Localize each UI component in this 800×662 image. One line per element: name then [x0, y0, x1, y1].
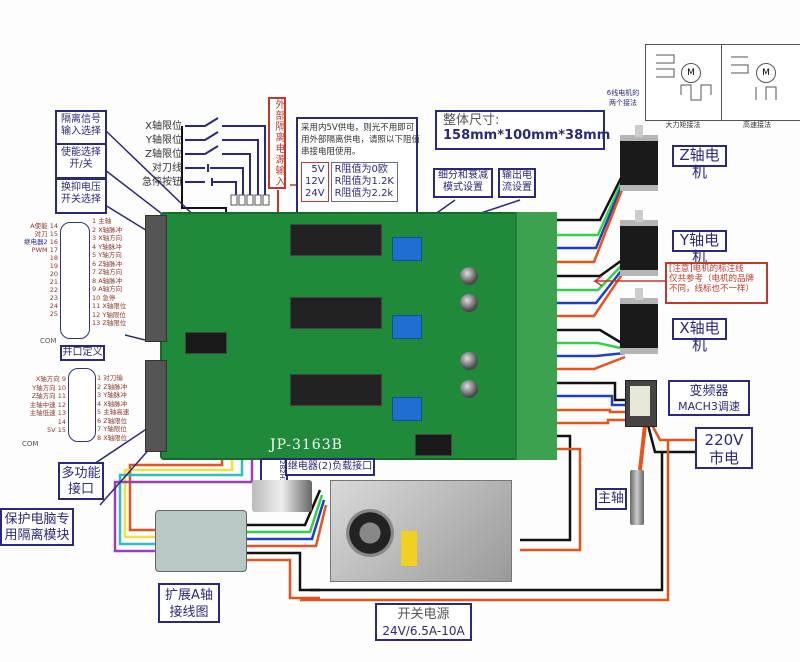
- voltage-value: 24V: [305, 188, 325, 199]
- port-definition-label: 并口定义: [60, 345, 105, 361]
- pump-voltage-label: 换抑电压 开关选择: [55, 178, 107, 214]
- relay: [185, 332, 227, 354]
- dip-switch[interactable]: [392, 237, 422, 261]
- mains-subtitle: 市电: [708, 449, 739, 467]
- dip-switch[interactable]: [392, 397, 422, 421]
- mains-label: 220V 市电: [695, 427, 753, 469]
- relay-pin: 2B: [278, 460, 286, 470]
- psu-label: 开关电源 24V/6.5A-10A: [375, 603, 472, 641]
- db25-socket: [145, 215, 167, 342]
- vfd-title: 变频器: [689, 384, 729, 399]
- switch-label-list: X轴限位 Y轴限位 Z轴限位 对刀线 急停按钮: [122, 120, 182, 190]
- z-motor: [620, 125, 658, 191]
- db15-left-pins: X轴方向 9 Y轴方向 10 Z轴方向 11 主轴中速 12 主轴低速 13 1…: [29, 375, 66, 434]
- note-arrow: [592, 275, 665, 287]
- spindle-device: [630, 470, 644, 525]
- switch-label: 对刀线: [152, 163, 182, 174]
- voltage-value: 12V: [305, 176, 325, 187]
- microstep-label: 细分和衰减 模式设置: [433, 168, 493, 198]
- dimensions-box: 整体尺寸: 158mm*100mm*38mm: [435, 110, 611, 150]
- db15-connector: [68, 368, 96, 442]
- vfd-label: 变频器 MACH3调速: [668, 380, 750, 416]
- vfd-subtitle: MACH3调速: [678, 400, 740, 413]
- wiring-caption-left: 大力矩接法: [665, 121, 701, 129]
- resistor-row: [230, 194, 270, 206]
- expand-a-axis-label: 扩展A轴 接线图: [158, 583, 220, 623]
- y-motor-label: Y轴电机: [672, 230, 727, 266]
- db15-socket: [145, 360, 167, 452]
- output-current-label: 输出电 流设置: [498, 168, 536, 198]
- vfd-device: [625, 380, 657, 427]
- isolation-module: [155, 510, 247, 572]
- driver-chip: [290, 297, 382, 329]
- resistor-value: R阻值为1.2K: [334, 176, 394, 187]
- relay: [415, 434, 452, 456]
- rotary-a-axis: [252, 480, 312, 512]
- db25-ground-label: COM: [40, 337, 57, 345]
- relay-port-label: 继电器(2)负载接口: [285, 458, 375, 476]
- psu-spec: 24V/6.5A-10A: [382, 624, 465, 638]
- voltage-value: 5V: [311, 164, 325, 175]
- dimensions-title: 整体尺寸:: [443, 113, 500, 128]
- driver-chip: [290, 224, 382, 256]
- switch-label: Y轴限位: [145, 135, 182, 146]
- power-supply: [330, 480, 512, 582]
- driver-chip: [290, 374, 382, 406]
- db25-right-pins: 1 主轴 2 X轴脉冲 3 X轴方向 4 Y轴脉冲 5 Y轴方向 6 Z轴脉冲 …: [92, 217, 127, 327]
- z-motor-label: Z轴电机: [672, 145, 727, 181]
- external-power-label: 外部隔离电源输入: [268, 97, 286, 189]
- resistor-value: R阻值为2.2k: [334, 188, 394, 199]
- power-note-text: 采用内5V供电，则光不用即可 用外部隔离供电，请照以下阻值 串接电阻使用。: [301, 123, 421, 157]
- relay-pin: 2H: [278, 469, 286, 479]
- resistor-value: R阻值为0欧: [334, 164, 388, 175]
- motor-symbol: M: [681, 63, 701, 83]
- power-note-box: 采用内5V供电，则光不用即可 用外部隔离供电，请照以下阻值 串接电阻使用。 5V…: [296, 117, 421, 215]
- isolation-module-label: 保护电脑专 用隔离模块: [0, 508, 74, 546]
- db15-right-pins: 1 对刀输 2 Z轴脉冲 3 Y轴脉冲 4 X轴脉冲 5 主轴高速 6 Z轴限位…: [97, 374, 130, 442]
- isolation-signal-label: 隔离信号 输入选择: [55, 110, 107, 146]
- switch-label: 急停按钮: [142, 177, 182, 188]
- resistor-column: R阻值为0欧 R阻值为1.2K R阻值为2.2k: [330, 162, 398, 202]
- mains-voltage: 220V: [704, 431, 744, 449]
- controller-board: JP-3163B: [160, 212, 550, 460]
- voltage-column: 5V 12V 24V: [301, 162, 329, 202]
- switch-label: X轴限位: [145, 121, 182, 132]
- dimensions-value: 158mm*100mm*38mm: [443, 127, 611, 143]
- db15-ground-label: COM: [22, 440, 39, 448]
- db25-left-pins: A使能 14 对刀 15 继电器2 16 PWM 17 18 19 20 21 …: [24, 222, 58, 318]
- psu-title: 开关电源: [397, 607, 450, 622]
- motor-wiring-diagram: M M: [645, 44, 800, 121]
- wiring-side-note: 6线电机的 两个接法: [606, 89, 640, 107]
- wiring-caption-right: 高速接法: [743, 121, 771, 129]
- motor-terminal-block: [515, 212, 557, 460]
- spindle-label: 主轴: [595, 488, 627, 510]
- switch-wires: [181, 117, 266, 215]
- x-motor: [620, 288, 658, 354]
- y-motor: [620, 210, 658, 276]
- motor-note: [注意]电机的标注线 仅共参考（电机的品牌 不同，线标也不一样）: [665, 262, 768, 304]
- winding-symbols: [656, 54, 777, 101]
- enable-select-label: 使能选择 开/关: [55, 143, 107, 179]
- dip-switch[interactable]: [392, 315, 422, 339]
- switch-label: Z轴限位: [145, 149, 182, 160]
- multifunction-label: 多功能 接口: [58, 462, 104, 500]
- db25-connector: [60, 222, 90, 339]
- motor-symbol: M: [756, 63, 776, 83]
- board-model: JP-3163B: [270, 437, 343, 453]
- x-motor-label: X轴电机: [672, 318, 727, 354]
